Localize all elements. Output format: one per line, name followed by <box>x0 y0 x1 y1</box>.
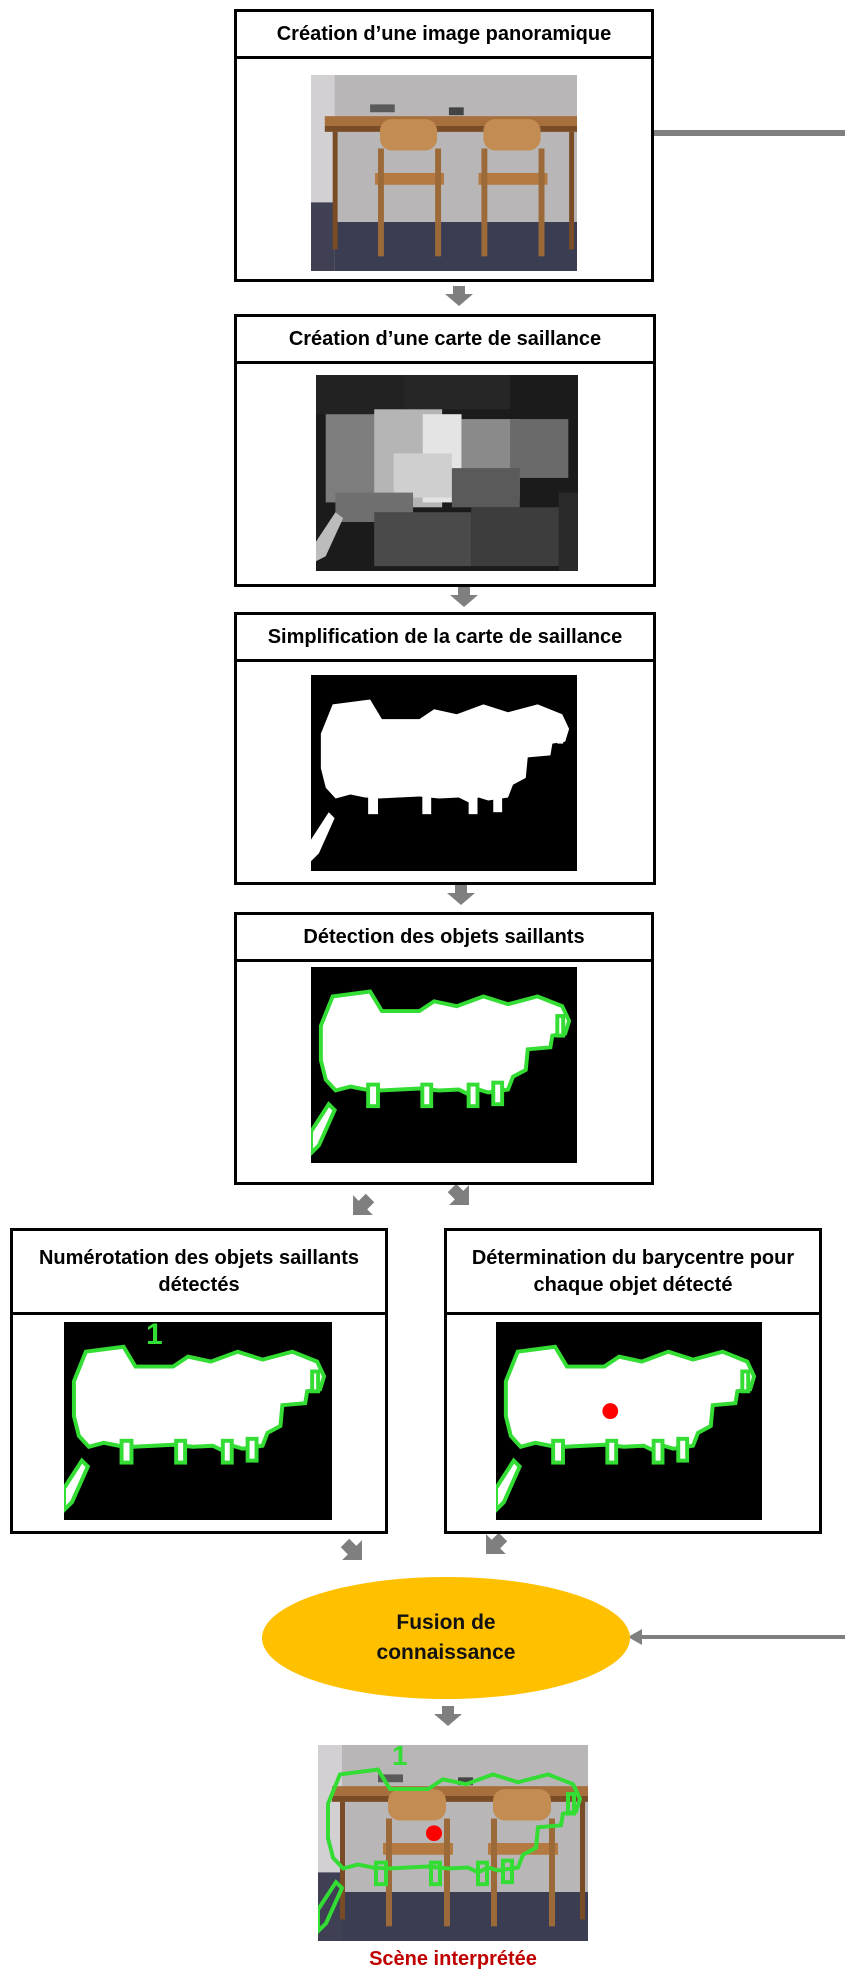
fusion-node: Fusion de connaissance <box>262 1577 630 1699</box>
arrow-down-icon <box>450 587 478 607</box>
final-object-number-label: 1 <box>392 1740 408 1771</box>
arrow-left-icon <box>628 1629 642 1645</box>
arrow-diagonal-icon <box>447 1183 469 1205</box>
barycenter-dot <box>602 1403 619 1420</box>
panorama-step-title: Création d’une image panoramique <box>237 12 651 59</box>
simplification-step-title: Simplification de la carte de saillance <box>237 615 653 662</box>
arrow-diagonal-icon <box>340 1538 362 1560</box>
arrow-diagonal-icon <box>353 1193 375 1215</box>
numbering-image <box>64 1322 332 1520</box>
arrow-down-icon <box>445 286 473 306</box>
barycenter-image <box>496 1322 762 1520</box>
object-number-label: 1 <box>146 1318 163 1351</box>
saliency-map-step-title: Création d’une carte de saillance <box>237 317 653 364</box>
numbering-step-title: Numérotation des objets saillants détect… <box>13 1231 385 1315</box>
detection-image <box>311 967 577 1163</box>
saliency-map-image <box>316 375 578 571</box>
detection-step-title: Détection des objets saillants <box>237 915 651 962</box>
arrow-down-icon <box>434 1706 462 1726</box>
interpreted-scene-image <box>318 1745 588 1941</box>
final-caption: Scène interprétée <box>369 1948 537 1970</box>
barycenter-step-title: Détermination du barycentre pour chaque … <box>447 1231 819 1315</box>
arrow-down-icon <box>447 885 475 905</box>
simplified-map-image <box>311 675 577 871</box>
arrow-diagonal-icon <box>486 1532 508 1554</box>
fusion-label: Fusion de connaissance <box>376 1610 516 1664</box>
panorama-image <box>311 75 577 271</box>
